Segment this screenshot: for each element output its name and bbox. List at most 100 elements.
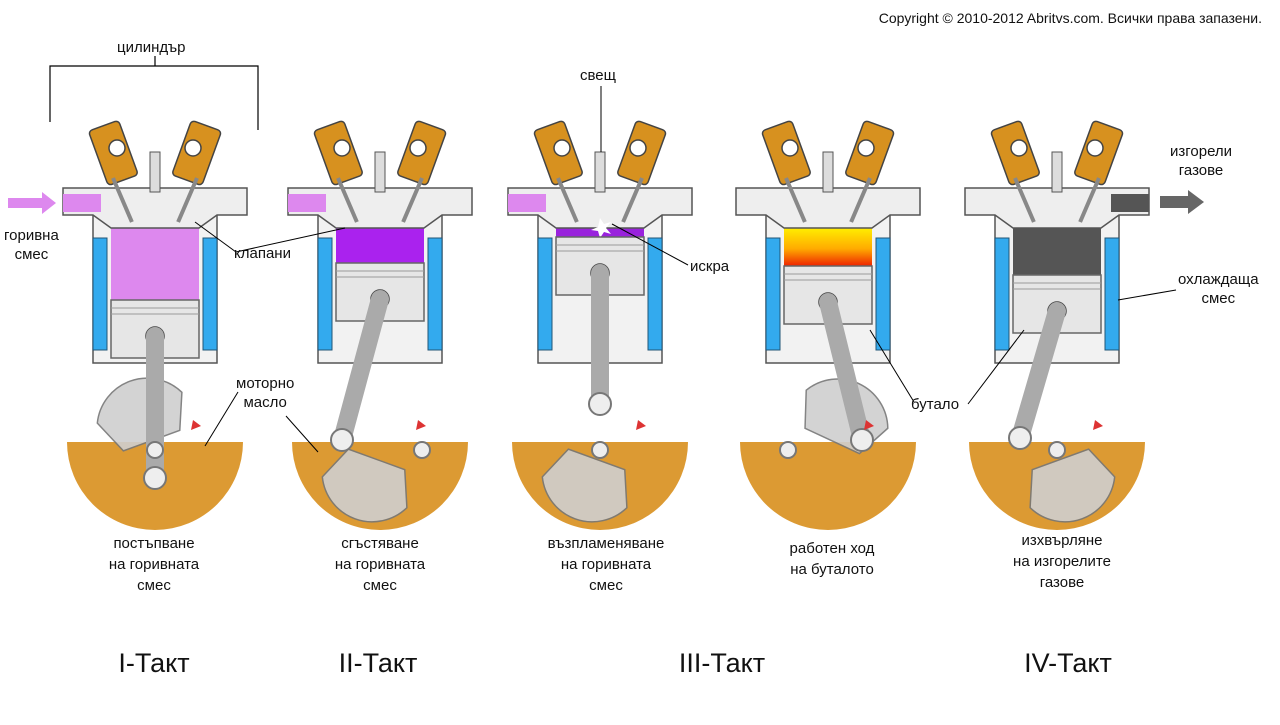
cylinder-head bbox=[507, 187, 693, 229]
stroke-label-2: II-Такт bbox=[338, 648, 418, 678]
crankshaft-icon bbox=[779, 441, 797, 459]
crankshaft-icon bbox=[591, 441, 609, 459]
caption-line: на горивната bbox=[560, 556, 652, 573]
piston-leader bbox=[967, 329, 1025, 405]
oil-sump bbox=[740, 442, 916, 530]
camshaft-icon bbox=[553, 139, 571, 157]
valves-label: клапани bbox=[234, 245, 291, 262]
spark-plug-icon bbox=[374, 151, 386, 193]
connecting-rod bbox=[819, 293, 871, 449]
valves-leader bbox=[194, 221, 237, 253]
caption-line: на изгорелите bbox=[1013, 553, 1111, 570]
spark-plug-icon bbox=[594, 151, 606, 193]
coolant-jacket-left bbox=[317, 237, 333, 351]
crank-pin bbox=[330, 428, 354, 452]
caption-line: на буталото bbox=[790, 561, 874, 578]
copyright-notice: Copyright © 2010-2012 Abritvs.com. Всичк… bbox=[878, 10, 1262, 26]
stroke-label-1: I-Такт bbox=[118, 648, 190, 678]
camshaft-icon bbox=[108, 139, 126, 157]
caption-line: възпламеняване bbox=[547, 535, 665, 552]
camshaft-icon bbox=[409, 139, 427, 157]
caption-line: постъпване bbox=[113, 535, 195, 552]
piston-label: бутало bbox=[911, 396, 960, 413]
motor-oil-leader bbox=[204, 391, 239, 447]
camshaft-icon bbox=[333, 139, 351, 157]
cylinder-head bbox=[287, 187, 473, 229]
stage-caption-5: изхвърляне на изгорелите газове bbox=[962, 530, 1162, 593]
coolant-jacket-left bbox=[92, 237, 108, 351]
crankshaft-icon bbox=[1048, 441, 1066, 459]
motor-oil-leader bbox=[285, 415, 319, 453]
combustion-chamber bbox=[784, 228, 872, 266]
coolant-label: охлаждаща смес bbox=[1178, 270, 1259, 308]
intake-port bbox=[508, 194, 546, 212]
stroke-label-4: IV-Такт bbox=[1024, 648, 1112, 678]
caption-line: смес bbox=[589, 577, 623, 594]
engine-stage-4 bbox=[735, 120, 921, 530]
exhaust-label-line2: газове bbox=[1178, 162, 1224, 179]
intake-port bbox=[63, 194, 101, 212]
spark-plug-icon bbox=[1051, 151, 1063, 193]
valve-stem bbox=[1078, 177, 1101, 223]
engine-stage-1 bbox=[62, 120, 248, 530]
coolant-label-line1: охлаждаща bbox=[1178, 271, 1259, 288]
motor-oil-label-line1: моторно bbox=[236, 375, 295, 392]
fuel-mix-label-line2: смес bbox=[14, 246, 49, 263]
spark-icon bbox=[591, 218, 611, 238]
valve-stem bbox=[111, 177, 134, 223]
spark-plug-icon bbox=[149, 151, 161, 193]
valve-stem bbox=[401, 177, 424, 223]
rotation-arrow-icon bbox=[1093, 420, 1103, 430]
valve-stem bbox=[784, 177, 807, 223]
valve-stem bbox=[336, 177, 359, 223]
coolant-jacket-right bbox=[647, 237, 663, 351]
crank-pin bbox=[1008, 426, 1032, 450]
coolant-jacket-left bbox=[537, 237, 553, 351]
coolant-jacket-left bbox=[765, 237, 781, 351]
intake-port bbox=[288, 194, 326, 212]
exhaust-label: изгорели газове bbox=[1170, 142, 1232, 180]
rotation-arrow-icon bbox=[416, 420, 426, 430]
valve-stem bbox=[849, 177, 872, 223]
coolant-leader bbox=[1117, 289, 1177, 301]
engine-stage-2 bbox=[287, 120, 473, 530]
crank-pin bbox=[143, 466, 167, 490]
coolant-label-line2: смес bbox=[1201, 290, 1236, 307]
engine-stage-3 bbox=[507, 120, 693, 530]
exhaust-arrow-icon bbox=[1160, 190, 1204, 214]
connecting-rod bbox=[1011, 302, 1066, 447]
fuel-intake-arrow-icon bbox=[8, 192, 56, 214]
caption-line: на горивната bbox=[334, 556, 426, 573]
valve-stem bbox=[1013, 177, 1036, 223]
cylinder-head bbox=[735, 187, 921, 229]
camshaft-icon bbox=[1086, 139, 1104, 157]
cylinder-label: цилиндър bbox=[117, 39, 186, 56]
combustion-chamber bbox=[111, 228, 199, 300]
combustion-chamber bbox=[336, 228, 424, 263]
coolant-jacket-left bbox=[994, 237, 1010, 351]
rotation-arrow-icon bbox=[864, 420, 874, 430]
stage-caption-2: сгъстяване на горивната смес bbox=[280, 533, 480, 596]
valve-stem bbox=[621, 177, 644, 223]
stage-caption-3: възпламеняване на горивната смес bbox=[506, 533, 706, 596]
coolant-jacket-right bbox=[875, 237, 891, 351]
camshaft-icon bbox=[1010, 139, 1028, 157]
coolant-jacket-right bbox=[202, 237, 218, 351]
crankshaft-icon bbox=[146, 441, 164, 459]
engine-stage-5 bbox=[964, 120, 1150, 530]
valve-stem bbox=[176, 177, 199, 223]
spark-label: искра bbox=[690, 258, 730, 275]
caption-line: работен ход bbox=[789, 540, 875, 557]
exhaust-label-line1: изгорели bbox=[1170, 143, 1233, 160]
spark-plug-label: свещ bbox=[580, 67, 616, 84]
rotation-arrow-icon bbox=[191, 420, 201, 430]
crank-pin bbox=[588, 392, 612, 416]
stage-caption-1: постъпване на горивната смес bbox=[54, 533, 254, 596]
coolant-jacket-right bbox=[1104, 237, 1120, 351]
cylinder-bracket bbox=[49, 65, 259, 130]
spark-leader bbox=[611, 223, 689, 266]
camshaft-icon bbox=[629, 139, 647, 157]
crank-pin bbox=[850, 428, 874, 452]
crank-counterweight bbox=[1029, 448, 1116, 523]
